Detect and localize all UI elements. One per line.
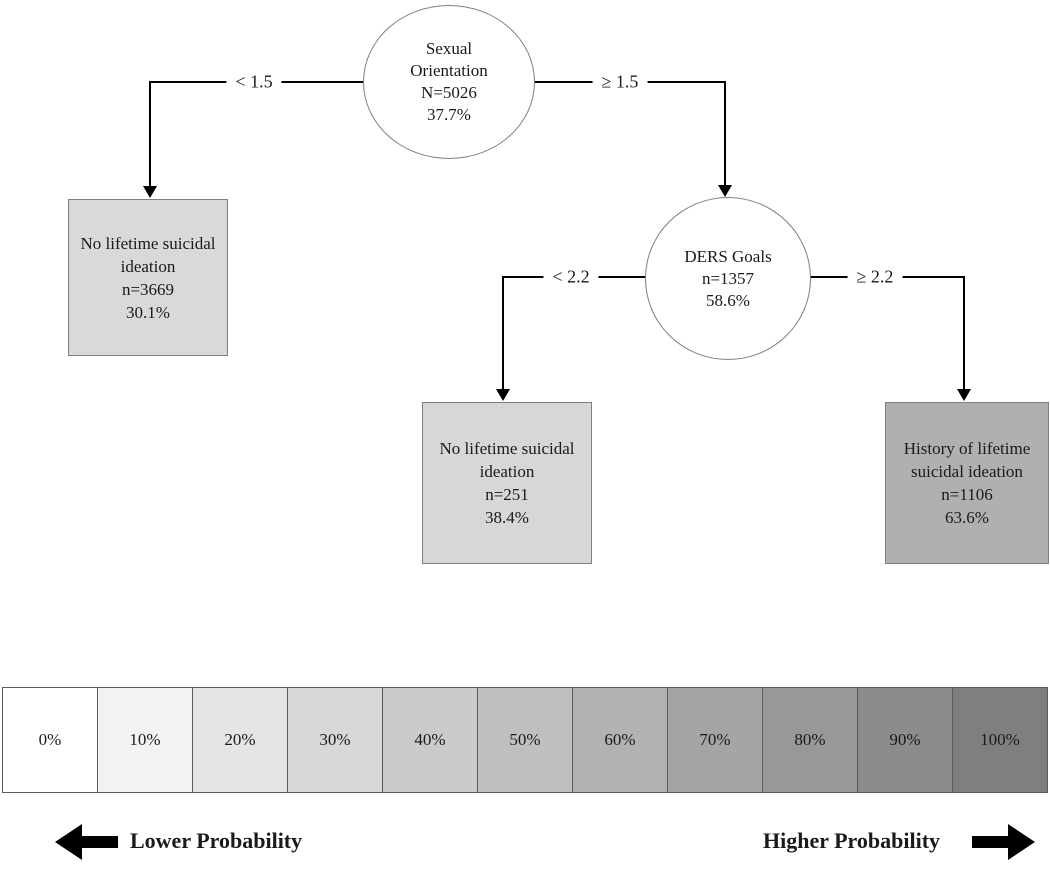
node-line: DERS Goals [684,246,772,266]
leaf-text: No lifetime suicidal ideation n=3669 30.… [80,232,215,324]
probability-scale: 0% 10% 20% 30% 40% 50% 60% 70% 80% 90% 100% [2,687,1048,793]
root-node-sexual-orientation: Sexual Orientation N=5026 37.7% [363,5,535,159]
internal-node-ders-goals: DERS Goals n=1357 58.6% [645,197,811,360]
internal-node-text: DERS Goals n=1357 58.6% [684,246,771,312]
leaf-text: No lifetime suicidal ideation n=251 38.4… [439,437,574,529]
leaf-line: No lifetime suicidal [439,439,575,458]
lower-probability-label: Lower Probability [130,828,303,853]
scale-cell-label: 0% [38,730,62,749]
node-line: n=1357 [701,268,755,288]
root-node-text: Sexual Orientation N=5026 37.7% [410,38,487,126]
leaf-no-ideation-251: No lifetime suicidal ideation n=251 38.4… [422,402,592,564]
ders-left-vertical-line [502,276,504,389]
scale-cell: 70% [667,687,763,793]
node-line: Sexual [425,39,473,58]
leaf-line: 63.6% [945,508,989,527]
leaf-line: ideation [479,462,535,481]
scale-cell-label: 70% [699,730,731,749]
node-line: Orientation [410,61,488,80]
scale-cell: 20% [192,687,288,793]
arrow-left-icon [55,824,118,860]
arrow-down-icon [143,186,157,198]
scale-cell-label: 100% [980,730,1020,749]
arrow-down-icon [718,185,732,197]
node-line: N=5026 [421,83,477,102]
leaf-line: ideation [120,256,176,276]
leaf-line: 38.4% [485,508,529,527]
scale-cell-label: 40% [414,730,446,749]
leaf-line: suicidal ideation [911,462,1023,481]
root-right-branch-label: ≥ 1.5 [592,71,648,93]
leaf-line: n=3669 [121,279,175,299]
node-line: 37.7% [427,105,471,124]
scale-cell-label: 30% [319,730,351,749]
leaf-no-ideation-3669: No lifetime suicidal ideation n=3669 30.… [68,199,228,356]
node-line: 58.6% [706,290,750,310]
leaf-line: n=1106 [941,485,993,504]
scale-cell: 10% [97,687,193,793]
ders-right-branch-label: ≥ 2.2 [847,266,903,288]
root-left-branch-label: < 1.5 [226,71,282,93]
scale-cell: 30% [287,687,383,793]
arrow-down-icon [496,389,510,401]
scale-cell: 90% [857,687,953,793]
root-left-vertical-line [149,81,151,186]
leaf-history-ideation-1106: History of lifetime suicidal ideation n=… [885,402,1049,564]
leaf-line: n=251 [485,485,529,504]
scale-cell: 0% [2,687,98,793]
root-right-vertical-line [724,81,726,185]
ders-left-branch-label: < 2.2 [543,266,599,288]
ders-right-vertical-line [963,276,965,389]
scale-cell-label: 90% [889,730,921,749]
scale-cell: 40% [382,687,478,793]
scale-cell-label: 20% [224,730,256,749]
scale-cell: 100% [952,687,1048,793]
leaf-line: No lifetime suicidal [80,233,216,253]
arrow-down-icon [957,389,971,401]
scale-cell-label: 60% [604,730,636,749]
scale-cell: 80% [762,687,858,793]
leaf-line: 30.1% [126,302,170,322]
scale-cell-label: 80% [794,730,826,749]
leaf-line: History of lifetime [903,439,1031,458]
scale-cell: 50% [477,687,573,793]
higher-probability-label: Higher Probability [763,828,941,853]
scale-cell-label: 50% [509,730,541,749]
arrow-right-icon [972,824,1035,860]
scale-cell-label: 10% [129,730,161,749]
scale-cell: 60% [572,687,668,793]
leaf-text: History of lifetime suicidal ideation n=… [904,437,1031,529]
